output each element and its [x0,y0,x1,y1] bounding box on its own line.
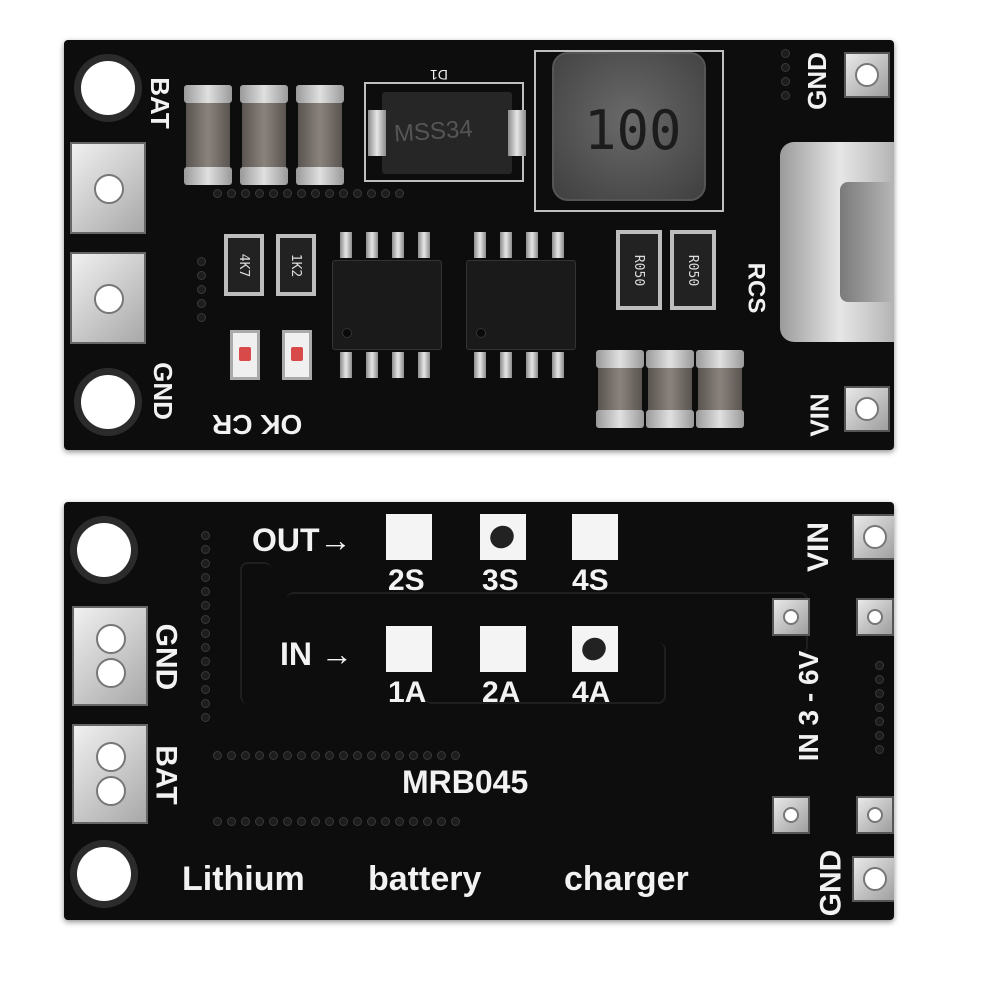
in-jumper-2a [480,626,526,672]
power-inductor: 100 [552,52,706,201]
capacitor-1 [184,85,232,185]
label-bat-bottom-left: BAT [149,745,183,805]
label-bat: BAT [144,77,175,129]
vin-pad-bottom [852,514,894,560]
label-gnd-bottom-left: GND [149,623,183,691]
label-d1: D1 [430,67,448,83]
diode-marking: MSS34 [393,115,474,148]
resistor-1k2-marking: 1K2 [288,253,304,277]
battery-terminal-positive [70,142,146,234]
resistor-rcs-2-marking: R050 [685,254,701,286]
pcb-trace-3 [424,642,666,704]
resistor-rcs-1: R050 [616,230,662,310]
led-ok [282,330,312,380]
label-in-1a: 1A [388,676,427,709]
label-gnd-left: GND [147,362,178,420]
out-jumper-3s [480,514,526,560]
gnd-terminal-bottom [72,606,148,706]
resistor-4k7-marking: 4K7 [236,253,252,277]
resistor-rcs-1-marking: R050 [631,254,647,286]
capacitor-4 [596,350,644,428]
bat-terminal-bottom [72,724,148,824]
inductor-marking: 100 [584,99,682,162]
via-column-bottom-right [876,662,883,753]
tagline-charger: charger [564,860,689,898]
label-out-2s: 2S [388,564,425,597]
via-column-right [782,50,789,99]
charger-ic-2 [466,260,576,350]
in-jumper-4a [572,626,618,672]
resistor-rcs-2: R050 [670,230,716,310]
model-number: MRB045 [402,764,529,800]
led-charging [230,330,260,380]
tagline-battery: battery [368,860,482,898]
via-row-bottom-lower [214,818,459,825]
label-rcs: RCS [742,262,770,314]
via-column-left [198,258,205,321]
label-gnd-bottom-right: GND [814,849,848,917]
label-vin: VIN [804,393,835,437]
battery-terminal-negative [70,252,146,344]
out-jumper-4s [572,514,618,560]
capacitor-3 [296,85,344,185]
schottky-diode: MSS34 [368,92,526,174]
label-out-3s: 3S [482,564,519,597]
tagline-lithium: Lithium [182,860,305,898]
label-out-arrow: OUT→ [252,522,352,558]
pcb-trace-1 [240,562,272,704]
label-input-range: IN 3 - 6V [793,650,825,762]
usb-pad-4 [856,796,894,834]
via-row-bottom-middle [214,752,459,759]
capacitor-2 [240,85,288,185]
usb-pad-3 [772,796,810,834]
label-in-arrow: IN → [280,636,353,672]
usb-pad-2 [856,598,894,636]
out-jumper-2s [386,514,432,560]
inductor-outline [534,50,724,212]
in-jumper-1a [386,626,432,672]
resistor-1k2: 1K2 [276,234,316,296]
gnd-pad-bottom [852,856,894,902]
mounting-hole-bottom-left-bottom [70,840,138,908]
label-out-4s: 4S [572,564,609,597]
via-column-bottom-left [202,532,209,721]
capacitor-5 [646,350,694,428]
vin-pad-top-right [844,386,890,432]
mounting-hole-top-left [74,54,142,122]
usb-c-connector [780,142,894,342]
mounting-hole-top-left-bottom [70,516,138,584]
label-in-4a: 4A [572,676,611,709]
charger-ic-1 [332,260,442,350]
resistor-4k7: 4K7 [224,234,264,296]
label-gnd-right: GND [801,52,832,110]
pcb-top-side: BAT GND D1 MSS34 100 GND VIN RCS 4K7 1K2… [64,40,894,450]
label-vin-bottom: VIN [802,521,836,573]
label-in-2a: 2A [482,676,521,709]
gnd-pad-top-right [844,52,890,98]
pcb-bottom-side: GND BAT OUT→ 2S 3S 4S IN → 1A 2A 4A MRB0… [64,502,894,920]
capacitor-6 [696,350,744,428]
usb-pad-1 [772,598,810,636]
label-ok-cr: OK CR [212,409,303,440]
mounting-hole-bottom-left [74,368,142,436]
via-row-top [214,190,403,197]
